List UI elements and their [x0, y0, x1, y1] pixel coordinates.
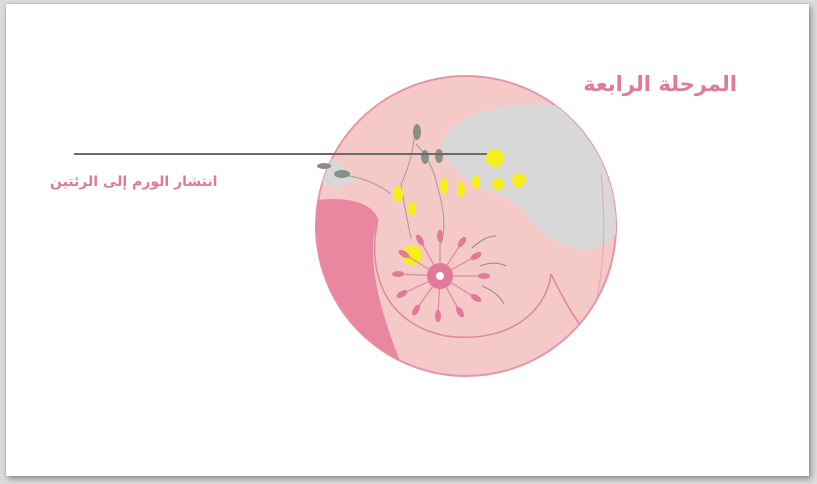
- slide-card: المرحلة الرابعة انتشار الورم إلى الرئتين: [6, 4, 809, 476]
- anatomy-circle: [296, 76, 646, 376]
- stage-title: المرحلة الرابعة: [583, 72, 737, 96]
- callout-label: انتشار الورم إلى الرئتين: [50, 174, 217, 190]
